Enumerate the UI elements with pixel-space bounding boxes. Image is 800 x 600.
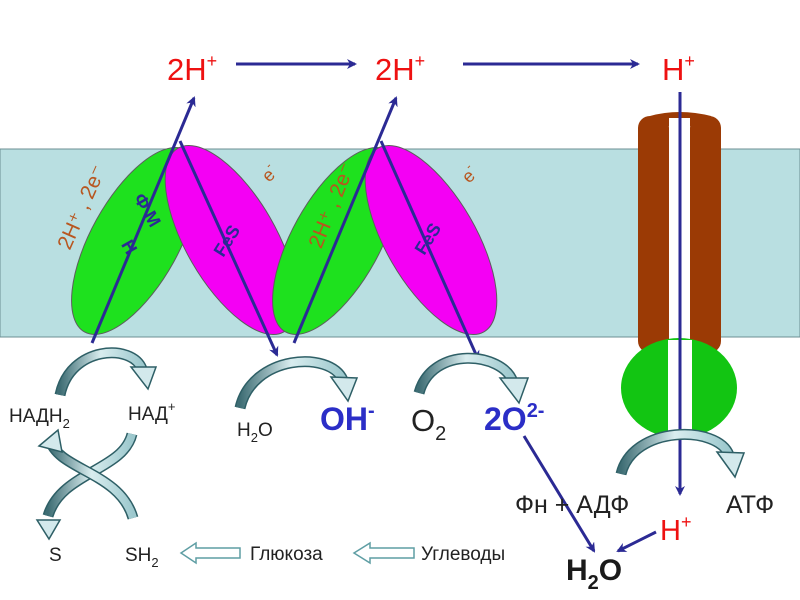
hydrogen-sulfide-label: SH2 bbox=[125, 545, 159, 570]
atp-label: АТФ bbox=[726, 491, 774, 519]
nad-label: НАД+ bbox=[128, 399, 176, 425]
oxygen-label: O2 bbox=[411, 403, 446, 445]
oxygen-reduction-curve bbox=[419, 358, 528, 403]
carbs-to-glucose-arrow bbox=[354, 543, 414, 563]
top-proton-label-left: 2H+ bbox=[167, 51, 217, 87]
water-product-label: H2O bbox=[566, 554, 622, 594]
phosphate-adp-label: Фн + АДФ bbox=[515, 491, 629, 519]
top-proton-label-right: H+ bbox=[662, 51, 695, 87]
nadh-reaction-curve bbox=[60, 353, 156, 395]
sulfur-cycle-curves bbox=[37, 430, 133, 539]
sulfur-label: S bbox=[49, 545, 62, 566]
proton-to-water-arrow bbox=[618, 532, 656, 551]
atp-synthase-left-wall bbox=[638, 116, 669, 353]
atp-synthesis-curve bbox=[621, 434, 744, 477]
carbohydrates-label: Углеводы bbox=[421, 544, 505, 565]
oxide-label: 2O2- bbox=[484, 400, 544, 437]
top-proton-label-middle: 2H+ bbox=[375, 51, 425, 87]
nadh2-label: НАДН2 bbox=[9, 406, 70, 431]
glucose-label: Глюкоза bbox=[250, 544, 323, 565]
bottom-proton-label: H+ bbox=[660, 512, 691, 547]
glucose-to-sh2-arrow bbox=[181, 543, 240, 563]
hydroxide-label: OH- bbox=[320, 400, 375, 437]
atp-synthase-right-wall bbox=[690, 116, 721, 353]
water-small-label: H2O bbox=[237, 420, 273, 445]
